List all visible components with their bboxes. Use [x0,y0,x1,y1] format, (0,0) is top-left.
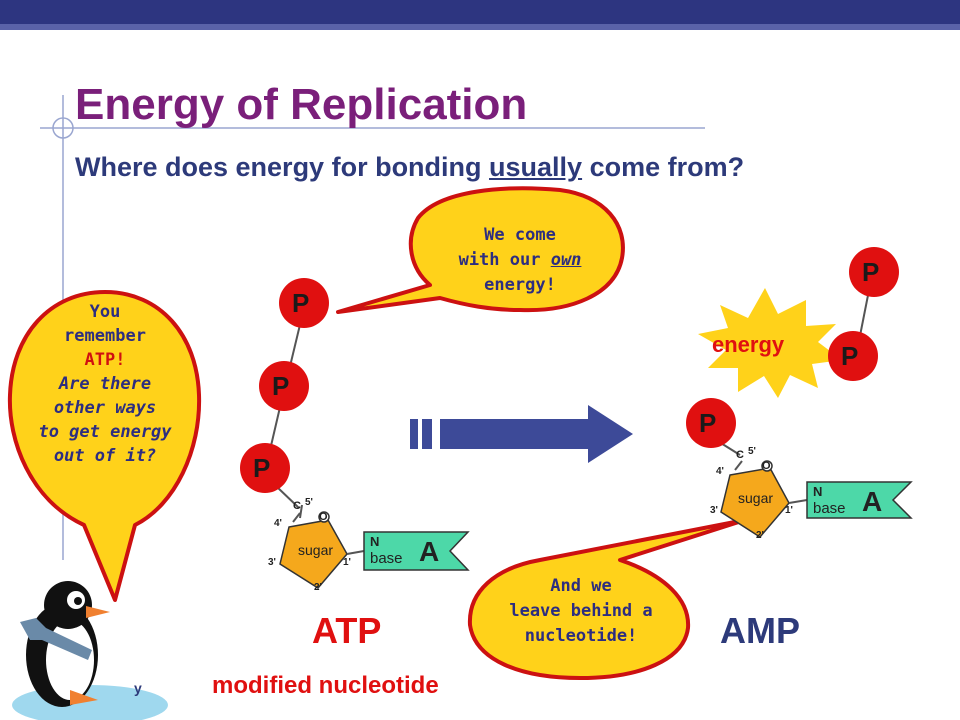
reaction-arrow [440,405,633,463]
top-speech-bubble [336,186,625,314]
left-bubble-line-1: You [89,302,121,322]
left-bubble-line-7: out of it? [53,446,157,466]
left-bubble-line-2: remember [64,326,146,346]
amp-ring-label-o: O [762,460,771,472]
header-bar [0,0,960,24]
atp-phosphate-2 [259,361,309,411]
amp-phosphate-label: P [699,408,717,438]
released-phosphate-label-1: P [862,257,880,287]
amp-base-letter: A [862,486,883,517]
amp-base-link [788,499,808,504]
arrow-stub-2 [422,419,432,449]
modified-nucleotide-caption: modified nucleotide [212,672,439,699]
amp-sugar-label: sugar [738,490,774,506]
atp-phosphate-1 [279,278,329,328]
atp-ring-label-o: O [319,511,328,523]
released-phosphate-1 [849,247,899,297]
atp-ring-oxygen [318,511,330,523]
atp-bond-4 [299,504,303,519]
slide-title: Energy of Replication [75,80,528,129]
atp-bond-3 [275,485,300,509]
left-bubble-line-5: other ways [53,398,157,418]
crosshair-circle [52,117,74,139]
amp-base-n-label: N [813,484,823,499]
left-speech-bubble [7,290,202,602]
atp-label: ATP [312,610,382,651]
amp-label: AMP [720,610,800,651]
penguin-mascot [12,581,168,720]
amp-ring-label-3: 3' [710,505,718,516]
atp-phosphate-label-3: P [253,453,271,483]
top-bubble-text: We come with our own energy! [420,223,620,298]
bottom-bubble-line-1: And we [550,576,612,596]
subtitle-text-before: Where does energy for bonding [75,152,490,182]
top-bubble-line-3: energy! [484,275,556,295]
amp-base-shape [806,481,913,519]
header-bar-stripe [0,24,960,30]
slide-subtitle: Where does energy for bonding usually co… [75,152,744,183]
atp-phosphate-label-2: P [272,371,290,401]
energy-label: energy [712,332,785,357]
amp-ring-label-c: C [736,449,744,461]
top-bubble-emphasis: own [550,250,582,270]
top-bubble-line-1: We come [484,225,556,245]
arrow-stub-1 [410,419,418,449]
atp-ring-label-2: 2' [314,582,322,593]
atp-base-link [346,550,365,555]
atp-phosphate-label-1: P [292,288,310,318]
amp-base-label: base [813,500,846,517]
atp-ring-label-c: C [293,500,301,512]
footer-fragment: y [134,680,142,696]
atp-ring-label-1: 1' [343,557,351,568]
amp-ring-label-5: 5' [748,446,756,457]
atp-base-shape [363,531,470,571]
atp-ring-label-5: 5' [305,497,313,508]
amp-ring-label-1: 1' [785,505,793,516]
amp-c5-link [734,460,743,471]
amp-ring-label-4: 4' [716,466,724,477]
left-bubble-line-4: Are there [58,374,152,394]
top-bubble-line-2: with our own [420,248,620,273]
released-phosphate-2 [828,331,878,381]
amp-ring-oxygen [761,460,773,472]
left-bubble-line-6: to get energy [38,422,172,442]
left-bubble-line-3: ATP! [84,350,126,370]
bottom-bubble-text: And we leave behind a nucleotide! [476,574,686,649]
subtitle-emphasis: usually [489,152,583,182]
atp-base-n-label: N [370,534,380,549]
left-bubble-text: You remember ATP! Are there other ways t… [16,300,194,468]
amp-ring-label-2: 2' [756,530,764,541]
amp-phosphate [686,398,736,448]
atp-sugar-label: sugar [298,542,334,558]
atp-c5-link [292,512,301,523]
energy-starburst [698,288,842,398]
atp-ring-label-3: 3' [268,557,276,568]
atp-base-letter: A [419,536,440,567]
top-bubble-line-2-text: with our [458,250,551,270]
bottom-speech-bubble [467,518,747,680]
atp-base-label: base [370,550,403,567]
atp-ring-label-4: 4' [274,518,282,529]
atp-phosphate-3 [240,443,290,493]
released-phosphate-label-2: P [841,341,859,371]
bottom-bubble-line-3: nucleotide! [524,626,638,646]
bottom-bubble-line-2: leave behind a [509,601,653,621]
subtitle-text-after: come from? [582,152,745,182]
